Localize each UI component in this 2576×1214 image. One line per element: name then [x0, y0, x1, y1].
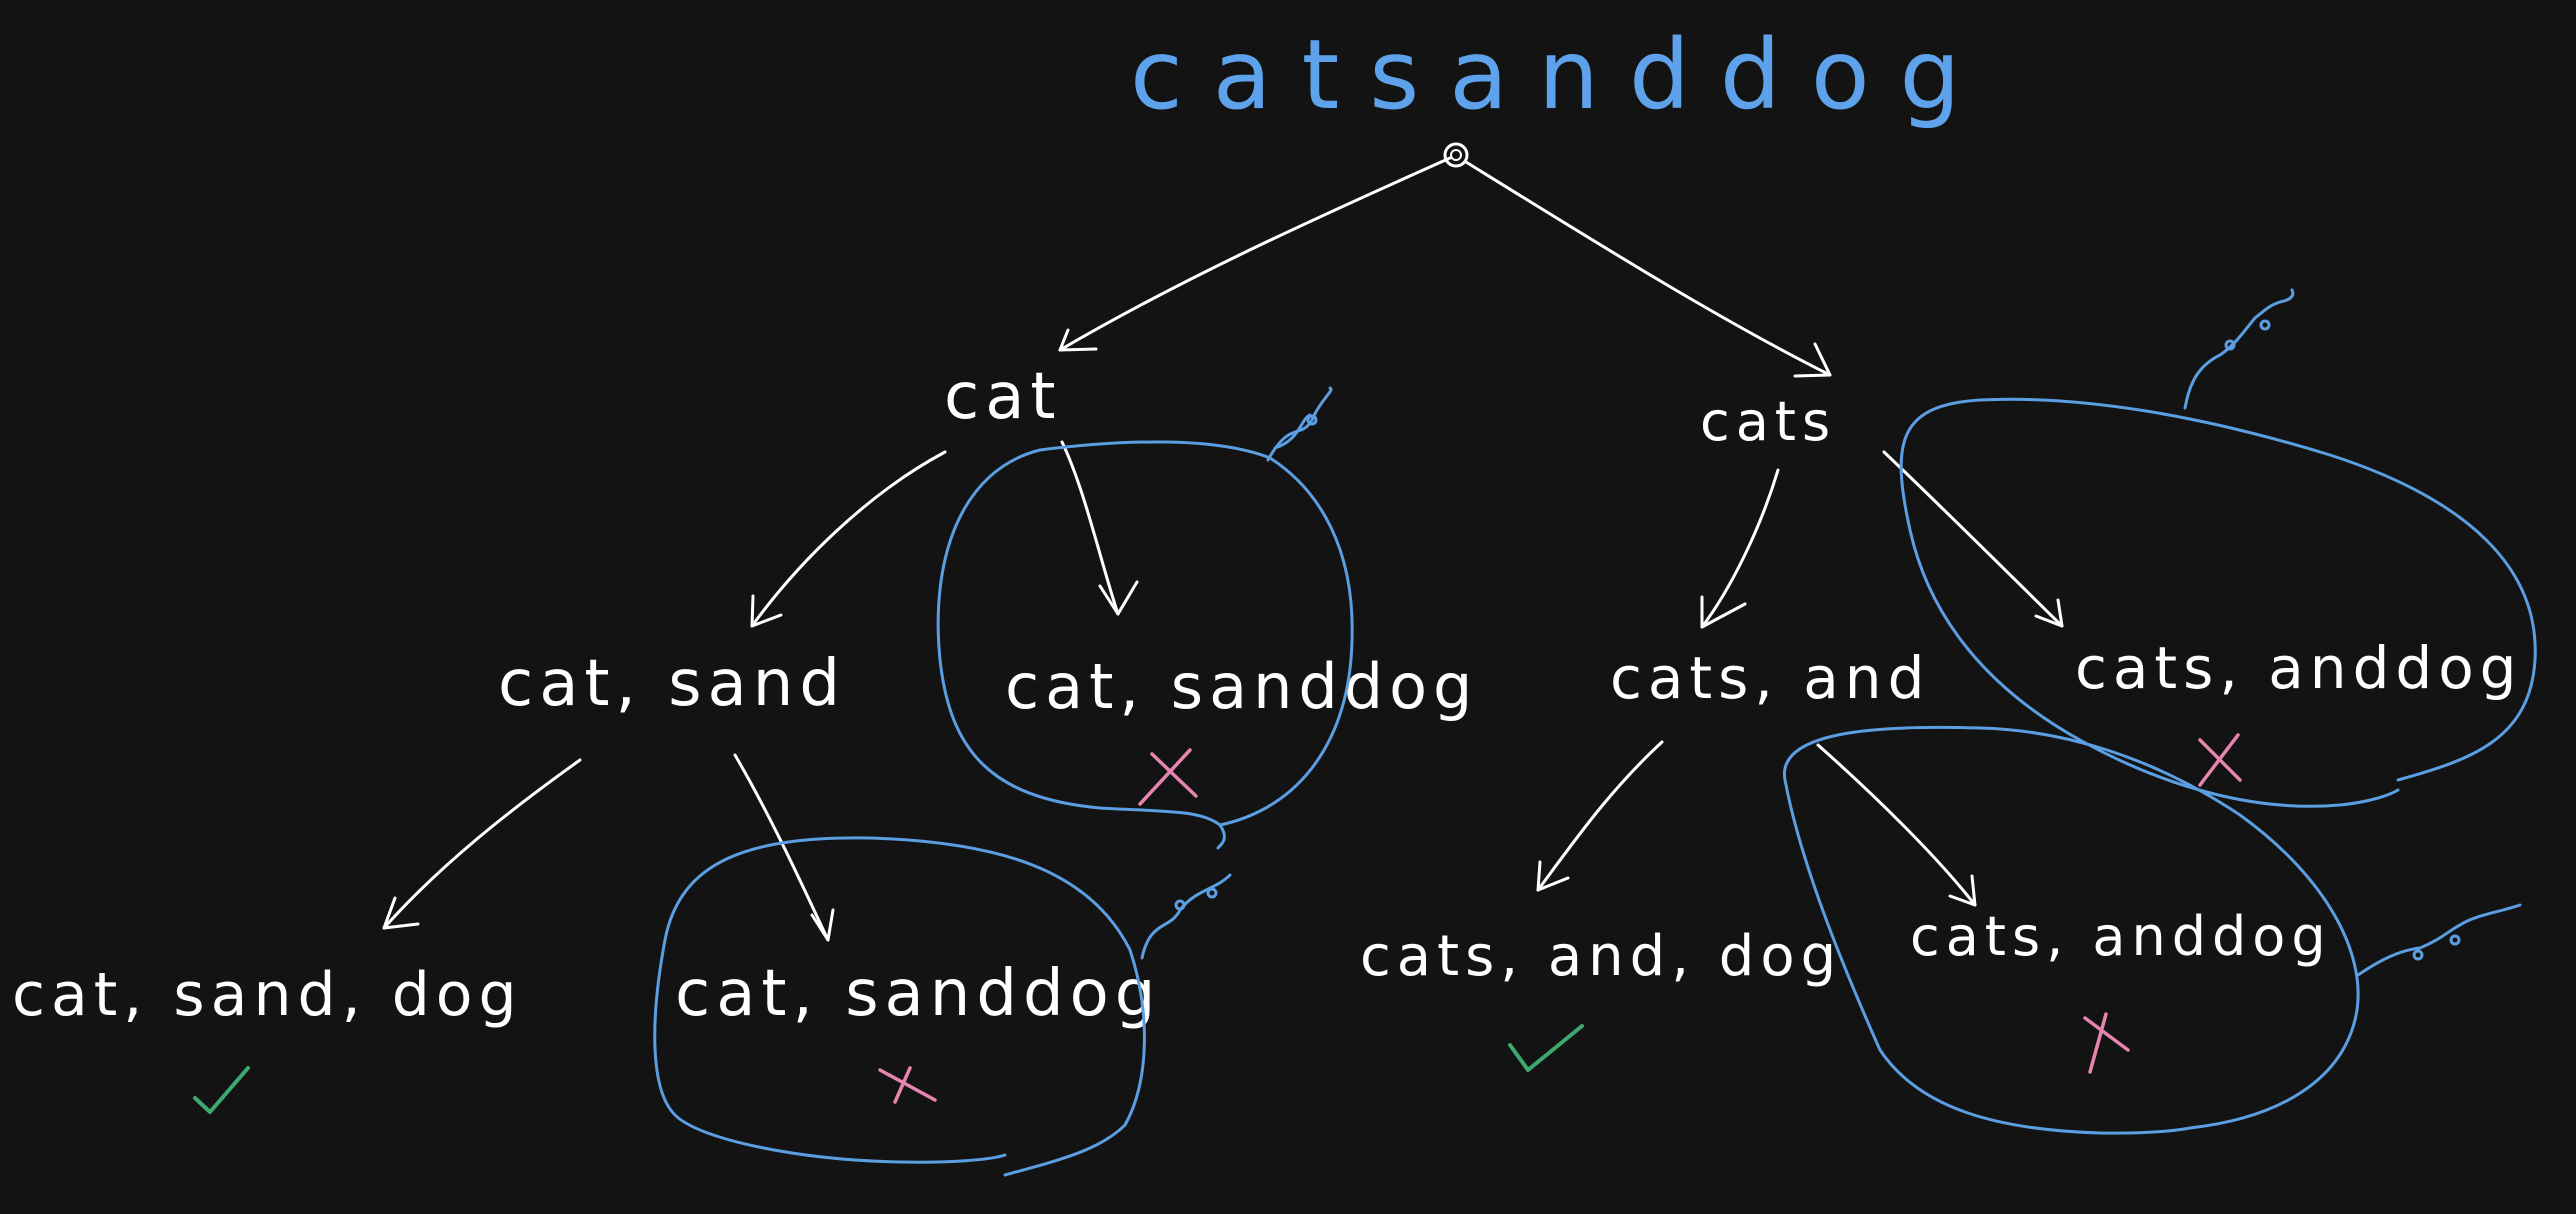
node-cats-anddog: cats, anddog [2075, 634, 2523, 702]
edge-cat-to-cat-sanddog [1060, 440, 1139, 616]
edge-cats-and-to-cats-and-dog [1536, 740, 1664, 892]
cross-mark [2198, 733, 2242, 787]
check-mark [193, 1066, 250, 1114]
node-cats-and-dog: cats, and, dog [1360, 924, 1842, 989]
cross-mark [878, 1066, 937, 1104]
edge-cats-and-to-cats-anddog-2 [1816, 743, 1977, 907]
node-cat-sand-dog: cat, sand, dog [12, 960, 523, 1030]
edge-cats-to-cats-and [1700, 468, 1780, 629]
node-cat: cat [944, 360, 1062, 434]
cross-mark [1138, 748, 1198, 806]
node-cat-sanddog: cat, sanddog [1005, 650, 1478, 723]
edge-cat-sand-to-cat-sanddog-2 [733, 753, 835, 942]
cross-mark [2083, 1012, 2130, 1074]
edge-cat-to-cat-sand [750, 450, 947, 628]
loop-cat-sanddog [936, 386, 1354, 850]
node-cat-sanddog-2: cat, sanddog [675, 957, 1161, 1031]
edge-root-to-cats [1464, 160, 1832, 378]
edge-root-to-cat [1058, 156, 1452, 352]
check-mark [1508, 1024, 1584, 1072]
root-label: catsanddog [1130, 19, 1990, 131]
node-cats-anddog-2: cats, anddog [1910, 905, 2332, 968]
edge-cat-sand-to-cat-sand-dog [382, 758, 582, 930]
edge-cats-to-cats-anddog [1882, 450, 2064, 628]
node-cat-sand: cat, sand [498, 647, 846, 721]
node-cats-and: cats, and [1610, 644, 1930, 712]
loop-cat-sanddog-2 [653, 836, 1232, 1177]
root-node-dot [1443, 142, 1469, 168]
node-cats: cats [1700, 390, 1836, 453]
loop-cats-anddog-2 [1783, 725, 2522, 1135]
